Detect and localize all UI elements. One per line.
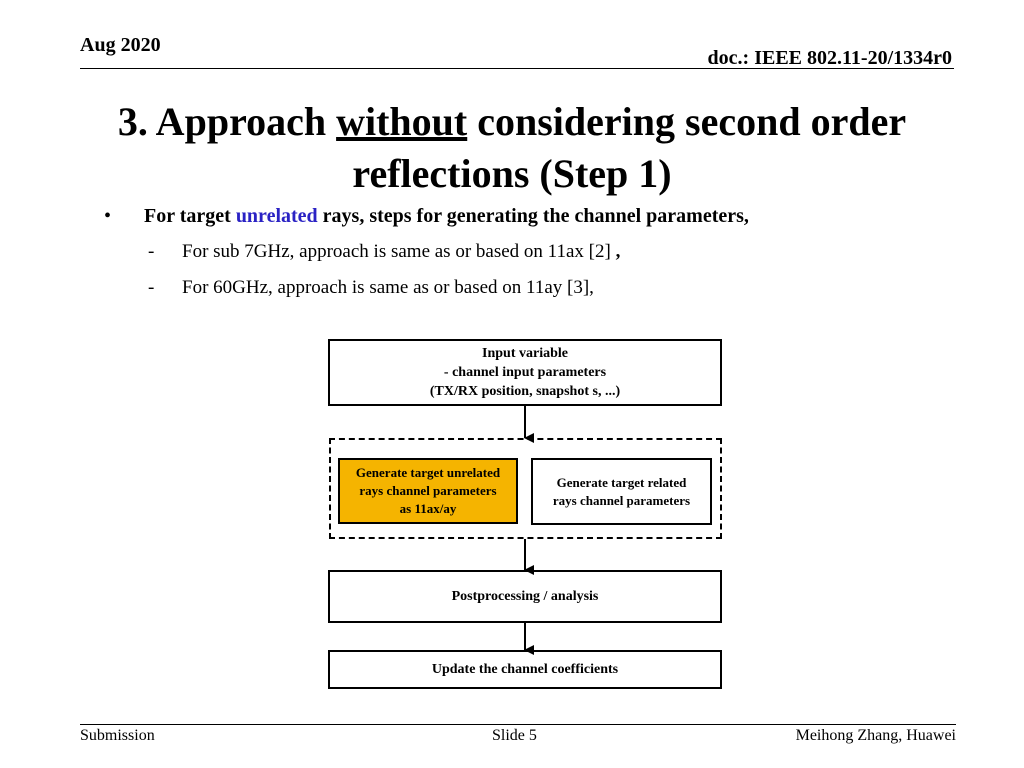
gen-related-line-1: Generate target related xyxy=(556,474,687,490)
gen-unrelated-line-2: rays channel parameters xyxy=(359,483,497,498)
gen-unrelated-line-3: as 11ax/ay xyxy=(399,501,457,516)
footer-divider xyxy=(80,724,956,725)
input-box-line-2: - channel input parameters xyxy=(443,365,607,380)
bullet-marker: • xyxy=(104,205,112,227)
footer-slide-number: Slide 5 xyxy=(492,727,537,744)
sub-bullet-text: For 60GHz, approach is same as or based … xyxy=(182,277,594,298)
gen-unrelated-line-1: Generate target unrelated xyxy=(355,465,501,480)
gen-related-line-2: rays channel parameters xyxy=(552,492,691,508)
input-variable-box: Input variable - channel input parameter… xyxy=(328,339,722,406)
footer-submission: Submission xyxy=(80,727,155,744)
sub-bullet-2: - For 60GHz, approach is same as or based… xyxy=(148,277,594,299)
input-box-line-1: Input variable xyxy=(482,346,568,361)
title-prefix: 3. Approach xyxy=(117,99,337,144)
slide-title: 3. Approach without considering second o… xyxy=(60,96,964,200)
sub-bullet-marker: - xyxy=(148,241,155,262)
main-bullet-highlight: unrelated xyxy=(235,205,318,227)
header-divider xyxy=(80,68,954,69)
sub-bullet-marker: - xyxy=(148,277,155,298)
footer-author: Meihong Zhang, Huawei xyxy=(795,727,956,744)
sub-bullet-1: - For sub 7GHz, approach is same as or ba… xyxy=(148,241,620,263)
main-bullet-suffix: rays, steps for generating the channel p… xyxy=(317,205,749,227)
sub-bullet-tail: , xyxy=(615,241,621,262)
update-coefficients-box: Update the channel coefficients xyxy=(328,650,722,689)
main-bullet: • For target unrelated rays, steps for ge… xyxy=(104,205,749,228)
sub-bullet-text: For sub 7GHz, approach is same as or bas… xyxy=(182,241,616,262)
title-line-1: 3. Approach without considering second o… xyxy=(60,96,964,148)
generate-unrelated-box: Generate target unrelated rays channel p… xyxy=(338,458,518,524)
title-line-2: reflections (Step 1) xyxy=(352,151,672,196)
header-date: Aug 2020 xyxy=(80,34,161,56)
generate-related-box: Generate target related rays channel par… xyxy=(531,458,712,525)
title-emphasis: without xyxy=(336,99,468,144)
main-bullet-prefix: For target xyxy=(144,205,236,227)
header-doc-id: doc.: IEEE 802.11-20/1334r0 xyxy=(707,47,952,69)
title-suffix: considering second order xyxy=(467,99,907,144)
input-box-line-3: (TX/RX position, snapshot s, ...) xyxy=(429,384,621,399)
